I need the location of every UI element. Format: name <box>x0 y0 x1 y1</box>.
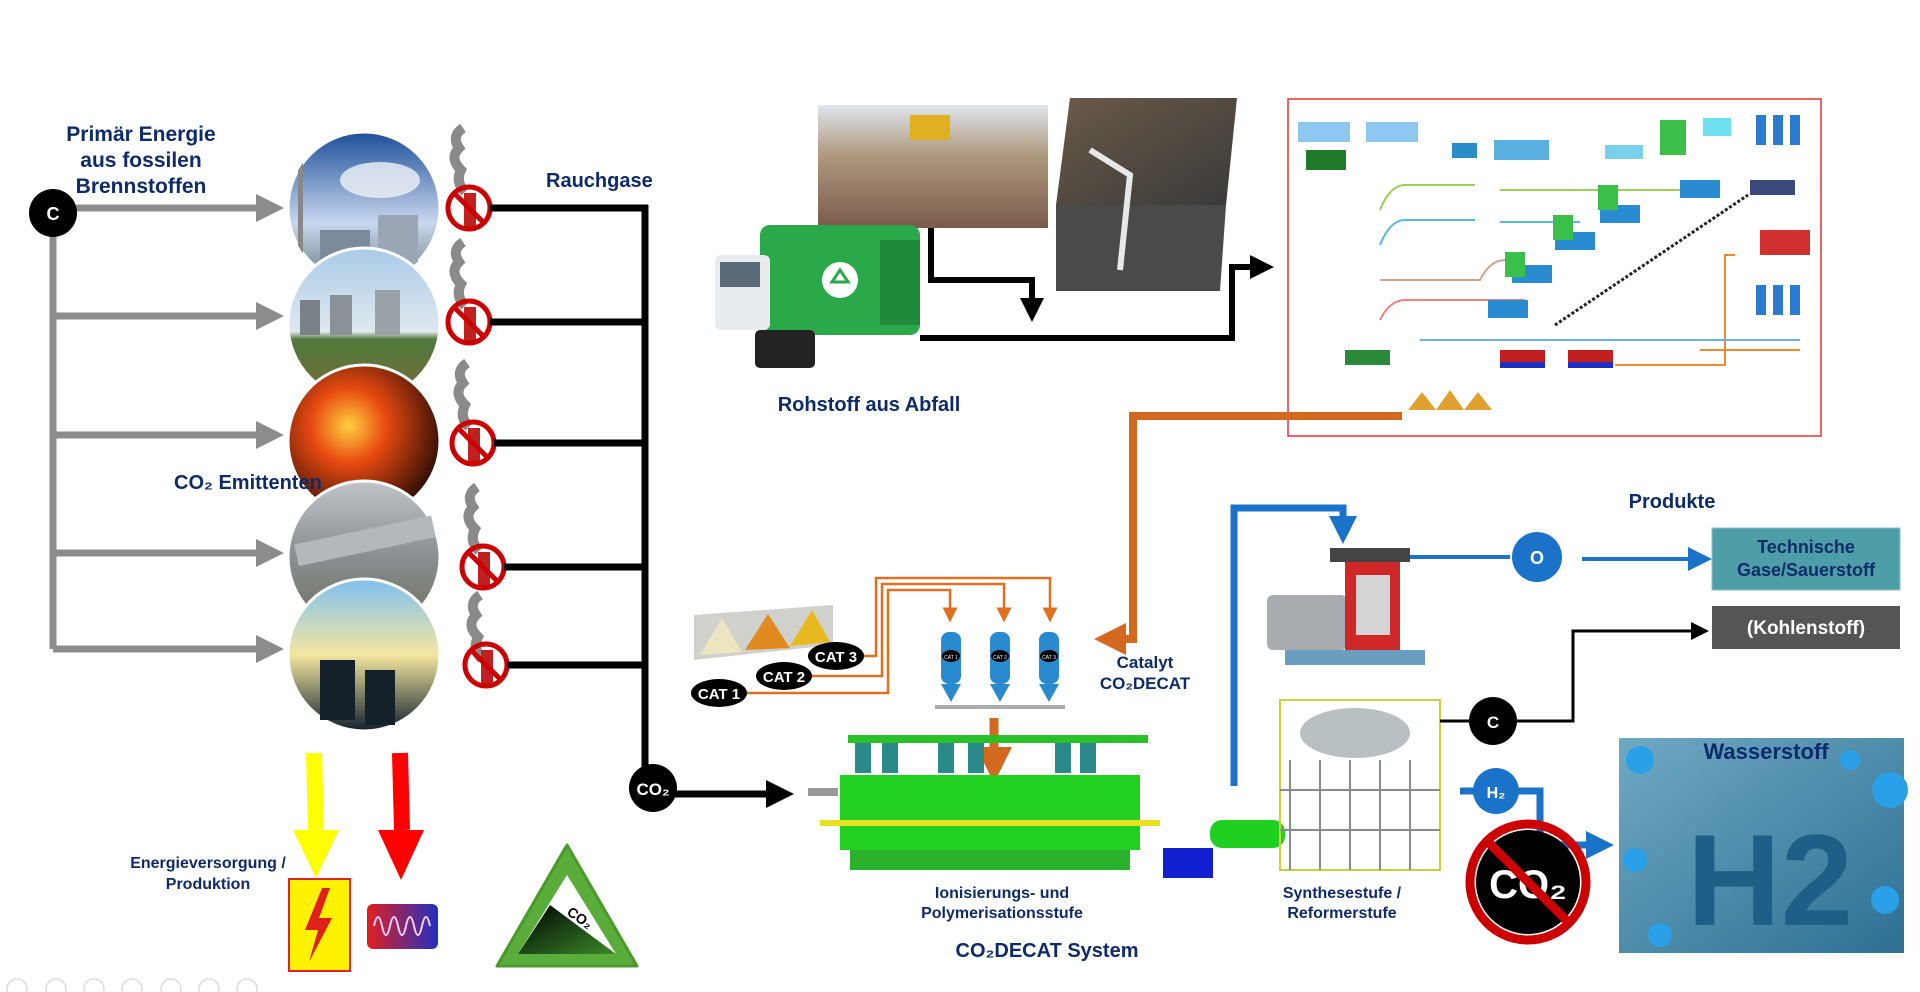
catalyst-title: Catalyt CO₂DECAT <box>1100 653 1191 693</box>
flue-gas-lines <box>490 204 794 808</box>
zoom-icon[interactable] <box>160 978 182 992</box>
stage2-label: Synthesestufe / Reformerstufe <box>1283 885 1402 922</box>
garbage-truck-icon <box>715 225 920 368</box>
oxygen-pipe <box>1230 504 1357 786</box>
svg-text:CO₂ Emittenten: CO₂ Emittenten <box>174 472 322 494</box>
catalyst-label-cat2: CAT 2 <box>756 662 812 690</box>
more-options-icon[interactable] <box>236 978 258 992</box>
hydrogen-product-image: Wasserstoff H2 <box>1619 738 1908 953</box>
subtitles-icon[interactable] <box>198 978 220 992</box>
energy-label: Energieversorgung / Produktion <box>130 855 286 893</box>
pen-icon[interactable] <box>83 978 105 992</box>
emitter-photo-cooling-towers <box>286 246 442 402</box>
svg-text:CAT 1: CAT 1 <box>944 655 958 661</box>
no-smoke-icon <box>462 590 510 689</box>
no-smoke-icon <box>445 123 493 232</box>
svg-text:Energieversorgung /: Energieversorgung / <box>130 855 286 872</box>
no-smoke-icon <box>459 482 507 591</box>
svg-text:C: C <box>47 204 60 224</box>
system-title: CO₂DECAT System <box>956 940 1139 962</box>
next-slide-icon[interactable] <box>45 978 67 992</box>
source-title: Primär Energie aus fossilen Brennstoffen <box>66 123 215 198</box>
carbon-product-box: (Kohlenstoff) <box>1712 606 1900 649</box>
co2-node: CO₂ <box>629 764 677 812</box>
svg-text:Polymerisationsstufe: Polymerisationsstufe <box>921 905 1083 922</box>
carbon-node: C <box>29 189 77 237</box>
oxygen-node: O <box>1512 532 1562 582</box>
previous-slide-icon[interactable] <box>6 978 28 992</box>
slides-grid-icon[interactable] <box>121 978 143 992</box>
energy-arrows <box>293 752 424 880</box>
svg-text:CAT 2: CAT 2 <box>993 655 1007 661</box>
svg-text:H₂: H₂ <box>1487 785 1506 802</box>
no-emission-icons <box>445 123 510 689</box>
svg-text:Synthesestufe /: Synthesestufe / <box>1283 885 1402 902</box>
svg-text:(Kohlenstoff): (Kohlenstoff) <box>1747 618 1865 639</box>
svg-text:H2: H2 <box>1687 807 1853 953</box>
technical-gases-box: Technische Gase/Sauerstoff <box>1711 527 1901 591</box>
electricity-icon <box>288 878 351 972</box>
svg-text:CAT 3: CAT 3 <box>815 649 857 666</box>
emitters-label: CO₂ Emittenten <box>174 472 322 494</box>
svg-text:Catalyt: Catalyt <box>1117 653 1174 672</box>
catalyst-silos: CAT 1 CAT 2 CAT 3 <box>935 632 1065 709</box>
catalyst-feed-line <box>1094 412 1402 655</box>
stage1-label: Ionisierungs- und Polymerisationsstufe <box>921 885 1083 922</box>
heat-exchanger-icon <box>367 904 438 949</box>
compressor <box>1267 548 1510 665</box>
hydrogen-node: H₂ <box>1473 768 1519 814</box>
silo-cat1: CAT 1 <box>941 632 961 702</box>
landfill-photo <box>818 105 1048 228</box>
svg-text:CO₂: CO₂ <box>636 780 669 799</box>
svg-text:Primär Energie: Primär Energie <box>66 123 215 146</box>
no-smoke-icon <box>449 358 497 467</box>
slideshow-controls[interactable] <box>6 978 258 992</box>
svg-text:Wasserstoff: Wasserstoff <box>1703 739 1829 764</box>
svg-text:Produktion: Produktion <box>166 876 250 893</box>
svg-text:Technische: Technische <box>1757 537 1855 557</box>
recycling-plant-schematic <box>1287 98 1822 437</box>
svg-text:Gase/Sauerstoff: Gase/Sauerstoff <box>1737 560 1876 580</box>
scrap-photos <box>1056 98 1237 291</box>
waste-label: Rohstoff aus Abfall <box>778 394 961 416</box>
waste-flow-arrows <box>920 228 1274 341</box>
svg-text:Reformerstufe: Reformerstufe <box>1287 905 1396 922</box>
svg-text:O: O <box>1530 548 1544 568</box>
svg-text:aus fossilen: aus fossilen <box>80 149 201 172</box>
catalyst-piles <box>694 605 833 660</box>
svg-text:Brennstoffen: Brennstoffen <box>76 175 207 198</box>
carbon-output-node: C <box>1469 697 1517 745</box>
no-co2-icon: CO₂ <box>1465 819 1591 945</box>
emitter-photo-smokestacks <box>286 577 442 733</box>
svg-text:Ionisierungs- und: Ionisierungs- und <box>935 885 1069 902</box>
svg-text:C: C <box>1487 713 1499 732</box>
silo-cat3: CAT 3 <box>1039 632 1059 702</box>
svg-text:CAT 2: CAT 2 <box>763 669 805 686</box>
catalyst-label-cat3: CAT 3 <box>808 642 864 670</box>
no-smoke-icon <box>445 237 493 346</box>
catalyst-label-cat1: CAT 1 <box>691 679 747 707</box>
flue-gas-label: Rauchgase <box>546 170 653 192</box>
svg-text:CAT 1: CAT 1 <box>698 686 740 703</box>
ionization-reactor <box>808 735 1285 878</box>
products-title: Produkte <box>1629 491 1716 513</box>
svg-text:CAT 3: CAT 3 <box>1042 655 1056 661</box>
silo-cat2: CAT 2 <box>990 632 1010 702</box>
synthesis-reformer-plant <box>1279 699 1441 871</box>
catalyst-feed-lines <box>740 576 1058 695</box>
co2-reduction-sign: CO₂ <box>495 843 639 968</box>
gray-fuel-flow-lines <box>49 194 284 663</box>
svg-text:CO₂DECAT: CO₂DECAT <box>1100 674 1191 693</box>
